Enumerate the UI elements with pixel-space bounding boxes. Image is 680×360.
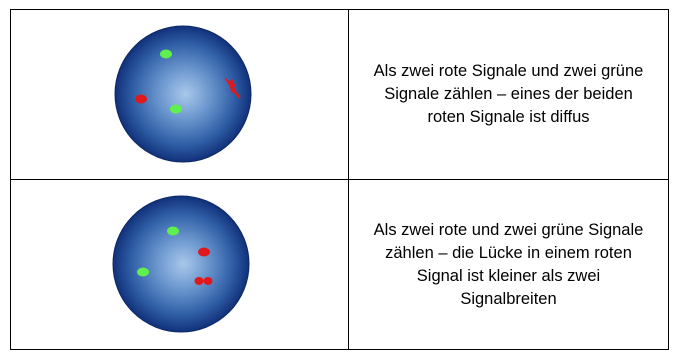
red-signal <box>198 247 210 257</box>
nucleus-illustration <box>114 25 252 163</box>
green-signal <box>167 226 179 236</box>
nucleus <box>112 195 250 333</box>
description-cell: Als zwei rote Signale und zwei grüne Sig… <box>349 10 668 179</box>
red-signal <box>135 94 147 104</box>
red-signal-split <box>194 277 213 285</box>
green-signal <box>137 267 149 277</box>
green-signal <box>160 49 172 59</box>
table-row: Als zwei rote Signale und zwei grüne Sig… <box>11 10 668 180</box>
signal-description: Als zwei rote und zwei grüne Signale zäh… <box>373 220 644 308</box>
table-row: Als zwei rote und zwei grüne Signale zäh… <box>11 180 668 349</box>
nucleus <box>114 25 252 163</box>
signal-counting-table: Als zwei rote Signale und zwei grüne Sig… <box>10 9 669 350</box>
nucleus-image-cell <box>11 10 349 179</box>
nucleus-illustration <box>112 195 250 333</box>
red-signal-diffuse <box>224 77 241 99</box>
nucleus-image-cell <box>11 180 349 349</box>
green-signal <box>170 104 182 114</box>
description-cell: Als zwei rote und zwei grüne Signale zäh… <box>349 180 668 349</box>
signal-description: Als zwei rote Signale und zwei grüne Sig… <box>373 62 644 126</box>
